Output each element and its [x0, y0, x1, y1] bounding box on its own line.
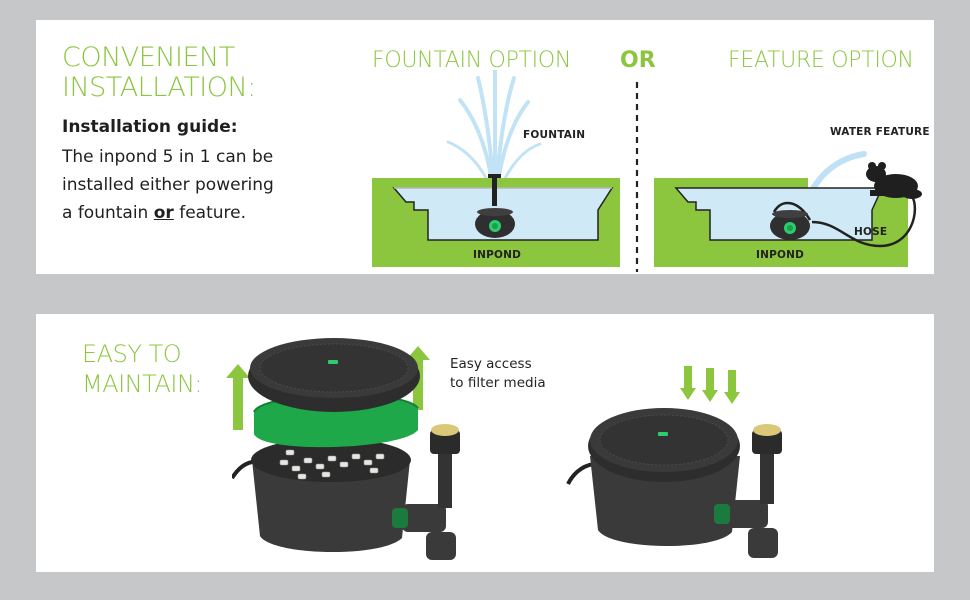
maintain-title-line2: MAINTAIN:: [82, 370, 203, 398]
or-label: OR: [620, 48, 656, 73]
hose-label: HOSE: [854, 226, 888, 238]
guide-text-line3-post: feature.: [173, 203, 247, 223]
open-filter-unit: [232, 338, 460, 560]
water-feature-label: WATER FEATURE: [830, 126, 930, 138]
closed-filter-unit: [566, 408, 782, 558]
feature-option-title: FEATURE OPTION: [728, 48, 914, 73]
access-text-line1: Easy access: [450, 356, 532, 372]
inpond-label-left: INPOND: [473, 249, 522, 261]
maintain-title-line1: EASY TO: [82, 340, 182, 368]
filter-media: [279, 449, 385, 480]
installation-guide-heading: Installation guide:: [62, 117, 238, 137]
maintenance-panel: EASY TO MAINTAIN: Easy access to filter …: [36, 314, 934, 572]
guide-text-line3-pre: a fountain: [62, 203, 154, 223]
frog-silhouette: [866, 162, 922, 199]
installation-panel: CONVENIENT INSTALLATION: Installation gu…: [36, 20, 934, 274]
installation-title-line1: CONVENIENT: [62, 42, 235, 73]
installation-title-line2: INSTALLATION:: [62, 72, 256, 103]
guide-text-line3: a fountain or feature.: [62, 203, 246, 223]
dashed-divider: [635, 82, 639, 272]
access-text-line2: to filter media: [450, 375, 546, 391]
fountain-scene: [372, 70, 620, 267]
guide-text-line2: installed either powering: [62, 175, 274, 195]
guide-text-line1: The inpond 5 in 1 can be: [62, 147, 274, 167]
arrow-up-icon: [226, 364, 250, 430]
feature-scene: [654, 151, 922, 267]
fountain-label: FOUNTAIN: [523, 129, 586, 141]
inpond-label-right: INPOND: [756, 249, 805, 261]
guide-text-or: or: [153, 203, 174, 223]
hose: [811, 195, 917, 248]
arrow-down-icon: [680, 366, 740, 404]
fountain-option-title: FOUNTAIN OPTION: [372, 48, 572, 73]
